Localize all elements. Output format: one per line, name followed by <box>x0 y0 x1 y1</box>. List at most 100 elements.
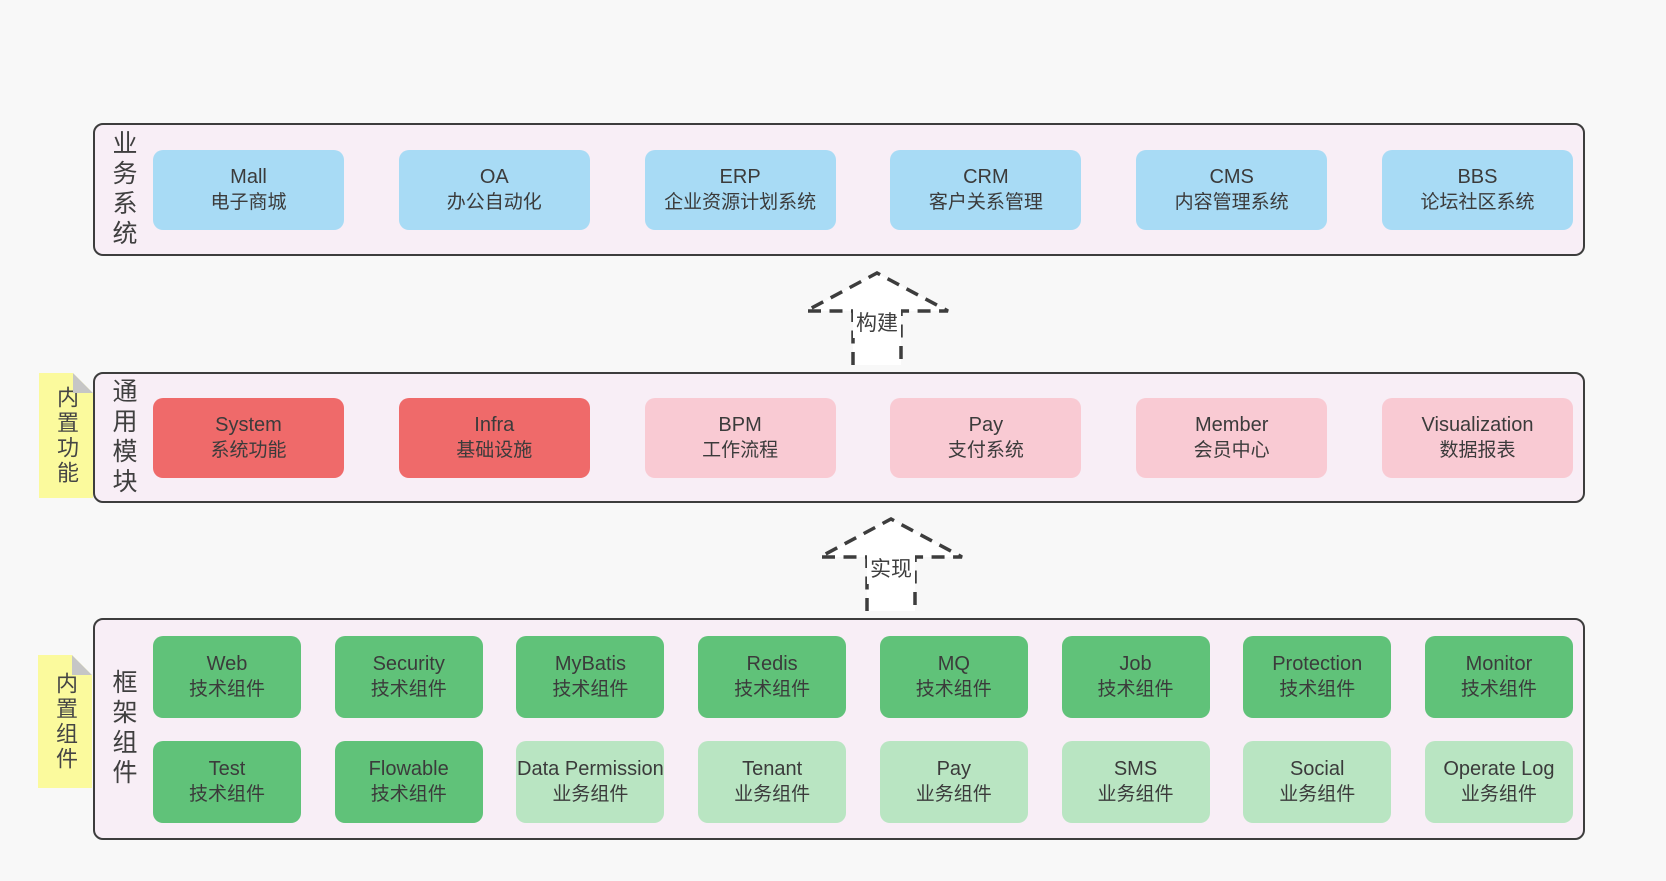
module-description: 数据报表 <box>1439 439 1516 461</box>
module-box-monitor: Monitor 技术组件 <box>1424 635 1573 718</box>
module-name: MyBatis <box>554 652 626 675</box>
module-box-bpm: BPM 工作流程 <box>644 397 836 478</box>
arrow-build: 构建 <box>802 270 952 365</box>
module-description: 基础设施 <box>456 439 533 461</box>
module-name: System <box>215 413 282 436</box>
note-fold-corner-icon <box>72 655 92 675</box>
module-description: 技术组件 <box>915 678 992 700</box>
sticky-note-label: 内置功能 <box>54 385 79 486</box>
module-description: 企业资源计划系统 <box>664 191 817 213</box>
sticky-note-label: 内置组件 <box>53 671 78 772</box>
layer-label-business-systems: 业务系统 <box>109 129 137 250</box>
module-description: 技术组件 <box>370 678 447 700</box>
module-box-member: Member 会员中心 <box>1136 397 1328 478</box>
module-name: CMS <box>1209 165 1254 188</box>
layer-framework-components: 框架组件 Web 技术组件 Security 技术组件 MyBatis 技术组件 Redis… <box>93 618 1585 840</box>
module-box-bbs: BBS 论坛社区系统 <box>1381 149 1573 230</box>
module-description: 技术组件 <box>188 678 265 700</box>
module-name: Web <box>206 652 248 675</box>
module-description: 办公自动化 <box>446 191 542 213</box>
layer-rows: System 系统功能 Infra 基础设施 BPM 工作流程 Pay 支付系统 Member 会… <box>151 374 1583 501</box>
module-name: Monitor <box>1465 652 1533 675</box>
module-name: Member <box>1195 413 1269 436</box>
module-description: 技术组件 <box>370 783 447 805</box>
module-box-pay: Pay 业务组件 <box>879 740 1028 823</box>
module-box-social: Social 业务组件 <box>1243 740 1392 823</box>
module-name: Mall <box>230 165 267 188</box>
module-name: Infra <box>474 413 515 436</box>
module-name: Security <box>372 652 445 675</box>
module-box-visualization: Visualization 数据报表 <box>1381 397 1573 478</box>
module-name: OA <box>479 165 509 188</box>
module-box-web: Web 技术组件 <box>153 635 301 718</box>
module-name: ERP <box>719 165 761 188</box>
module-description: 业务组件 <box>734 783 811 805</box>
layer-common-modules: 通用模块 System 系统功能 Infra 基础设施 BPM 工作流程 Pay 支付系统 Me… <box>93 372 1585 503</box>
module-description: 技术组件 <box>1279 678 1356 700</box>
module-name: Redis <box>746 652 798 675</box>
module-description: 技术组件 <box>1460 678 1537 700</box>
module-box-erp: ERP 企业资源计划系统 <box>644 149 836 230</box>
module-name: Flowable <box>368 757 449 780</box>
module-name: Social <box>1289 757 1345 780</box>
module-name: Test <box>208 757 246 780</box>
module-box-protection: Protection 技术组件 <box>1243 635 1392 718</box>
layer-label-common-modules: 通用模块 <box>109 377 137 498</box>
module-box-test: Test 技术组件 <box>153 740 301 823</box>
module-description: 电子商城 <box>210 191 287 213</box>
module-description: 系统功能 <box>210 439 287 461</box>
module-description: 业务组件 <box>915 783 992 805</box>
module-box-mall: Mall 电子商城 <box>153 149 344 230</box>
module-description: 会员中心 <box>1193 439 1270 461</box>
module-box-infra: Infra 基础设施 <box>398 397 590 478</box>
module-description: 内容管理系统 <box>1174 191 1289 213</box>
module-description: 客户关系管理 <box>928 191 1043 213</box>
module-description: 技术组件 <box>552 678 629 700</box>
sticky-note-built-in-components: 内置组件 <box>38 655 92 788</box>
module-name: Data Permission <box>517 757 664 780</box>
layer-label-framework-components: 框架组件 <box>109 669 137 789</box>
module-box-system: System 系统功能 <box>153 397 344 478</box>
module-box-flowable: Flowable 技术组件 <box>334 740 483 823</box>
module-box-tenant: Tenant 业务组件 <box>698 740 847 823</box>
module-description: 论坛社区系统 <box>1420 191 1535 213</box>
arrow-build-label: 构建 <box>853 306 901 338</box>
module-row: System 系统功能 Infra 基础设施 BPM 工作流程 Pay 支付系统 Member 会… <box>153 397 1573 478</box>
module-name: Visualization <box>1421 413 1534 436</box>
module-description: 技术组件 <box>188 783 265 805</box>
module-box-security: Security 技术组件 <box>334 635 483 718</box>
module-description: 技术组件 <box>1097 678 1174 700</box>
module-box-pay: Pay 支付系统 <box>890 397 1082 478</box>
module-description: 业务组件 <box>1279 783 1356 805</box>
module-box-mybatis: MyBatis 技术组件 <box>516 635 665 718</box>
arrow-implement: 实现 <box>816 516 966 611</box>
module-box-mq: MQ 技术组件 <box>879 635 1028 718</box>
note-fold-corner-icon <box>73 373 93 393</box>
module-box-cms: CMS 内容管理系统 <box>1136 149 1328 230</box>
module-description: 业务组件 <box>552 783 629 805</box>
module-name: Protection <box>1272 652 1363 675</box>
sticky-note-built-in-features: 内置功能 <box>39 373 93 498</box>
module-description: 技术组件 <box>734 678 811 700</box>
module-name: MQ <box>937 652 970 675</box>
module-name: Tenant <box>742 757 803 780</box>
module-box-data-permission: Data Permission 业务组件 <box>516 740 665 823</box>
module-name: Pay <box>936 757 972 780</box>
module-name: Pay <box>968 413 1004 436</box>
module-name: Operate Log <box>1443 757 1555 780</box>
module-box-oa: OA 办公自动化 <box>398 149 590 230</box>
module-name: BBS <box>1457 165 1498 188</box>
module-description: 支付系统 <box>947 439 1024 461</box>
module-name: SMS <box>1113 757 1158 780</box>
module-description: 工作流程 <box>702 439 779 461</box>
module-name: BPM <box>718 413 762 436</box>
